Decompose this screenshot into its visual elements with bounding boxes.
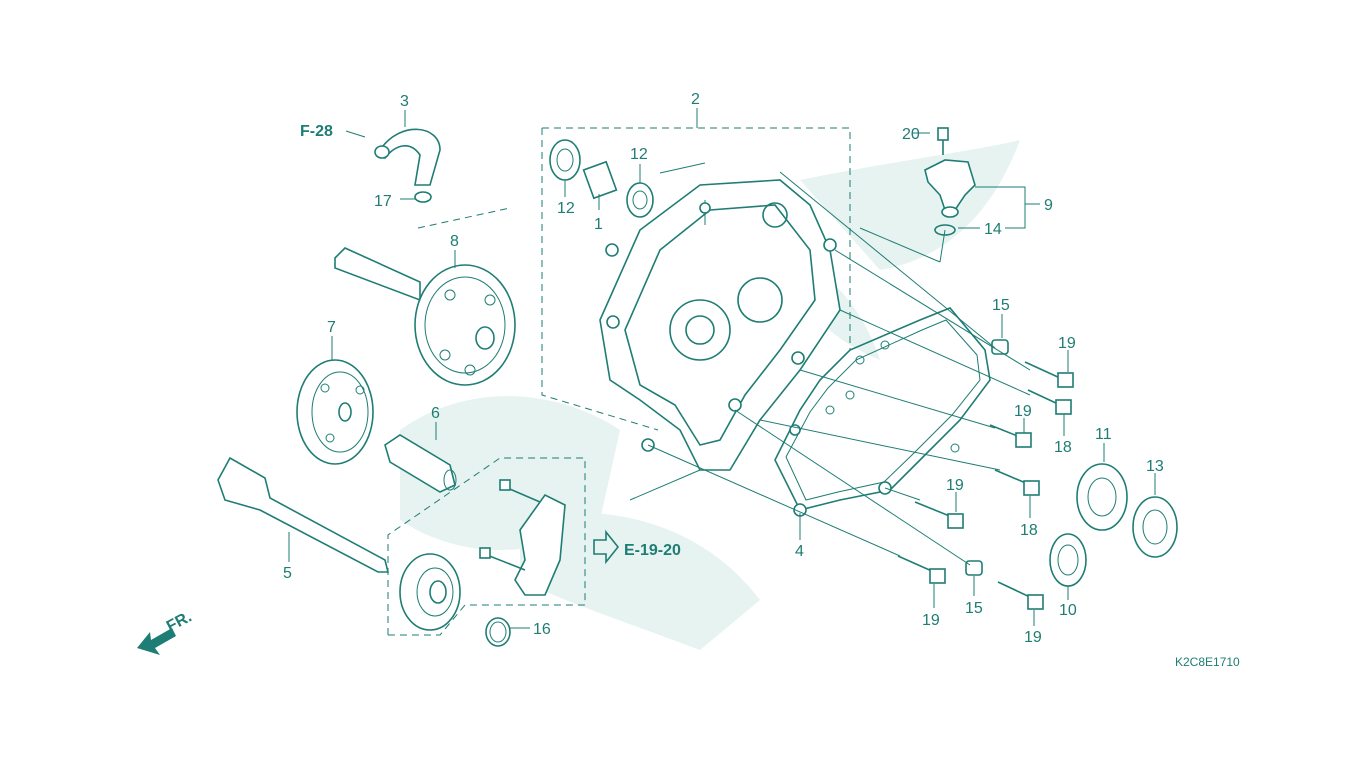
callout-1: 1 [594,216,603,233]
callout-18b: 18 [1020,522,1038,539]
callout-9: 9 [1044,197,1053,214]
projection-lines [629,171,1031,566]
callout-12b: 12 [630,146,648,163]
callout-15b: 15 [965,600,983,617]
callout-17: 17 [374,193,392,210]
callout-19c: 19 [946,477,964,494]
front-arrow-icon [137,628,176,655]
callout-19e: 19 [1024,629,1042,646]
callout-16: 16 [533,621,551,638]
callout-labels: 1 2 3 4 5 6 7 8 9 10 11 12 12 13 14 15 1… [283,91,1164,646]
bracket-assembly [479,479,566,596]
reference-f28[interactable]: F-28 [300,123,333,140]
group-boundaries [387,127,851,636]
callout-14: 14 [984,221,1002,238]
callout-leaders [288,108,1156,629]
callout-19d: 19 [922,612,940,629]
callout-2: 2 [691,91,700,108]
callout-19a: 19 [1058,335,1076,352]
callout-7: 7 [327,319,336,336]
transmission-cover [599,179,841,471]
diagram-code: K2C8E1710 [1175,655,1240,669]
callout-18a: 18 [1054,439,1072,456]
callout-10: 10 [1059,602,1077,619]
callout-11: 11 [1095,426,1112,443]
speed-sensor [924,127,976,236]
callout-5: 5 [283,565,292,582]
callout-4: 4 [795,543,804,560]
final-shaft [217,456,390,573]
shaft-bearing [399,553,461,631]
output-bearings [1049,463,1178,587]
reference-e19-20[interactable]: E-19-20 [624,542,681,559]
callout-19b: 19 [1014,403,1032,420]
callout-8: 8 [450,233,459,250]
callout-15a: 15 [992,297,1010,314]
callout-12a: 12 [557,200,575,217]
final-gear [296,359,374,465]
callout-13: 13 [1146,458,1164,475]
cover-bolts [897,361,1074,610]
pinion-gear [384,434,457,493]
callout-20: 20 [902,126,920,143]
top-bearings [549,139,706,218]
breather-hose [374,128,441,203]
circlip [485,617,511,647]
reference-arrow-icon [593,529,620,565]
callout-6: 6 [431,405,440,422]
countershaft-gear [334,247,516,386]
callout-3: 3 [400,93,409,110]
